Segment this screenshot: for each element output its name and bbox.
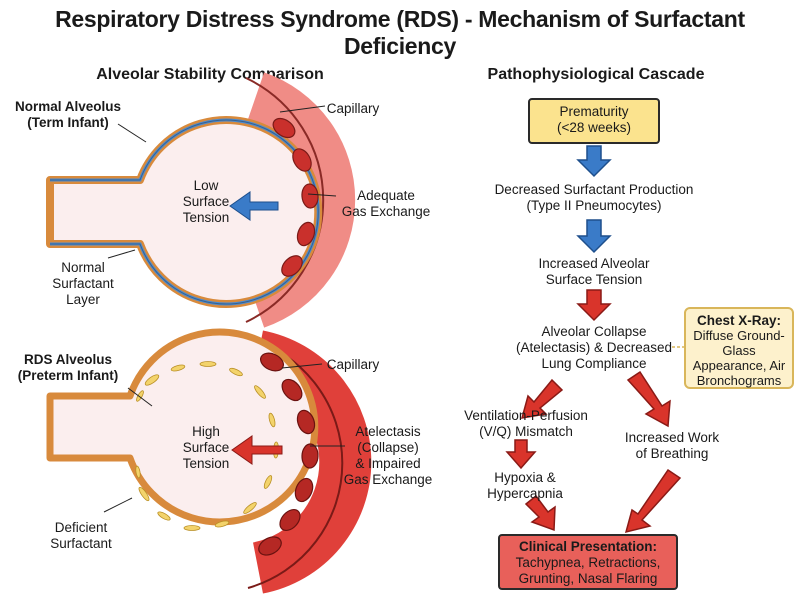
normal-exchange-line2: Gas Exchange xyxy=(341,204,431,219)
deficient-surfactant-label: Deficient Surfactant xyxy=(36,520,126,552)
arrow-tension-to-collapse xyxy=(576,289,612,322)
step1-line2: (Type II Pneumocytes) xyxy=(526,198,662,213)
normal-layer-line2: Surfactant xyxy=(52,276,114,291)
cxr-title: Chest X-Ray: xyxy=(696,313,782,328)
normal-inner-label: Low Surface Tension xyxy=(172,178,240,226)
arrow-collapse-to-work xyxy=(626,370,671,428)
normal-tension-arrow xyxy=(229,191,279,221)
step3-line1: Alveolar Collapse xyxy=(541,324,647,339)
step3-line2: (Atelectasis) & Decreased xyxy=(515,340,673,355)
step-hypoxia: Hypoxia & Hypercapnia xyxy=(470,470,580,502)
rds-alveolus-title: RDS Alveolus (Preterm Infant) xyxy=(6,352,130,384)
arrow-work-to-clinical xyxy=(624,468,682,534)
rds-title-line1: RDS Alveolus xyxy=(23,352,113,367)
normal-exchange-label: Adequate Gas Exchange xyxy=(330,188,442,220)
arrow-production-to-tension xyxy=(576,219,612,254)
normal-title-line1: Normal Alveolus xyxy=(14,99,122,114)
cascade-arrows xyxy=(505,145,684,534)
chest-xray-box: Chest X-Ray: Diffuse Ground- Glass Appea… xyxy=(684,307,794,389)
normal-layer-label: Normal Surfactant Layer xyxy=(40,260,126,308)
prematurity-line1: Prematurity xyxy=(559,104,629,119)
rds-inner-label: High Surface Tension xyxy=(172,424,240,472)
clinical-title: Clinical Presentation: xyxy=(518,539,658,554)
rds-alveolus xyxy=(46,328,372,594)
step-work-of-breathing: Increased Work of Breathing xyxy=(612,430,732,462)
normal-capillary-arc xyxy=(247,72,356,328)
rds-exchange-line4: Gas Exchange xyxy=(343,472,433,487)
clinical-line2: Grunting, Nasal Flaring xyxy=(518,571,658,586)
hypoxia-line1: Hypoxia & xyxy=(494,470,556,485)
normal-alveolus xyxy=(46,72,356,328)
vq-line1: Ventilation-Perfusion xyxy=(464,408,588,423)
step2-line1: Increased Alveolar xyxy=(538,256,650,271)
step-decreased-production: Decreased Surfactant Production (Type II… xyxy=(470,182,718,214)
rds-red-blood-cells xyxy=(258,352,319,556)
arrow-prematurity-to-production xyxy=(576,145,612,178)
prematurity-line2: (<28 weeks) xyxy=(557,120,631,135)
normal-inner-line2: Surface xyxy=(182,194,230,209)
deficient-surfactant-patches xyxy=(135,361,279,531)
step1-line1: Decreased Surfactant Production xyxy=(494,182,694,197)
page-title: Respiratory Distress Syndrome (RDS) - Me… xyxy=(55,6,745,59)
normal-alveolus-title: Normal Alveolus (Term Infant) xyxy=(6,99,130,131)
arrow-vq-to-hypoxia xyxy=(505,439,537,470)
step2-line2: Surface Tension xyxy=(545,272,643,287)
normal-inner-line1: Low xyxy=(193,178,219,193)
vq-line2: (V/Q) Mismatch xyxy=(479,424,573,439)
rds-exchange-line3: & Impaired xyxy=(355,456,421,471)
rds-capillary-label: Capillary xyxy=(326,357,380,372)
clinical-line1: Tachypnea, Retractions, xyxy=(515,555,661,570)
prematurity-box: Prematurity (<28 weeks) xyxy=(528,98,660,144)
rds-exchange-label: Atelectasis (Collapse) & Impaired Gas Ex… xyxy=(338,424,438,488)
arrow-hypoxia-to-clinical xyxy=(524,494,556,532)
deficient-line1: Deficient xyxy=(54,520,108,535)
work-line1: Increased Work xyxy=(624,430,720,445)
step3-line3: Lung Compliance xyxy=(541,356,647,371)
normal-exchange-line1: Adequate xyxy=(357,188,415,203)
step-vq-mismatch: Ventilation-Perfusion (V/Q) Mismatch xyxy=(452,408,600,440)
rds-tension-arrow xyxy=(231,435,283,465)
normal-inner-line3: Tension xyxy=(182,210,230,225)
clinical-presentation-box: Clinical Presentation: Tachypnea, Retrac… xyxy=(498,534,678,590)
arrow-collapse-to-vq xyxy=(520,378,564,419)
cxr-line2: Glass xyxy=(722,343,756,358)
rds-title-line2: (Preterm Infant) xyxy=(17,368,119,383)
step-increased-tension: Increased Alveolar Surface Tension xyxy=(500,256,688,288)
deficient-line2: Surfactant xyxy=(50,536,112,551)
rds-exchange-line1: Atelectasis xyxy=(355,424,421,439)
normal-layer-line1: Normal xyxy=(61,260,105,275)
rds-inner-line1: High xyxy=(192,424,220,439)
rds-exchange-line2: (Collapse) xyxy=(357,440,419,455)
rds-inner-line3: Tension xyxy=(182,456,230,471)
rds-alveolus-body xyxy=(46,328,319,526)
rds-inner-line2: Surface xyxy=(182,440,230,455)
cxr-line1: Diffuse Ground- xyxy=(693,328,785,343)
normal-red-blood-cells xyxy=(272,117,319,277)
hypoxia-line2: Hypercapnia xyxy=(487,486,563,501)
normal-capillary-label: Capillary xyxy=(326,101,380,116)
normal-layer-line3: Layer xyxy=(66,292,100,307)
normal-title-line2: (Term Infant) xyxy=(27,115,109,130)
cxr-line3: Appearance, Air xyxy=(692,358,786,373)
right-panel-heading: Pathophysiological Cascade xyxy=(487,66,705,83)
cxr-line4: Bronchograms xyxy=(696,373,782,388)
work-line2: of Breathing xyxy=(635,446,709,461)
step-alveolar-collapse: Alveolar Collapse (Atelectasis) & Decrea… xyxy=(494,324,694,372)
